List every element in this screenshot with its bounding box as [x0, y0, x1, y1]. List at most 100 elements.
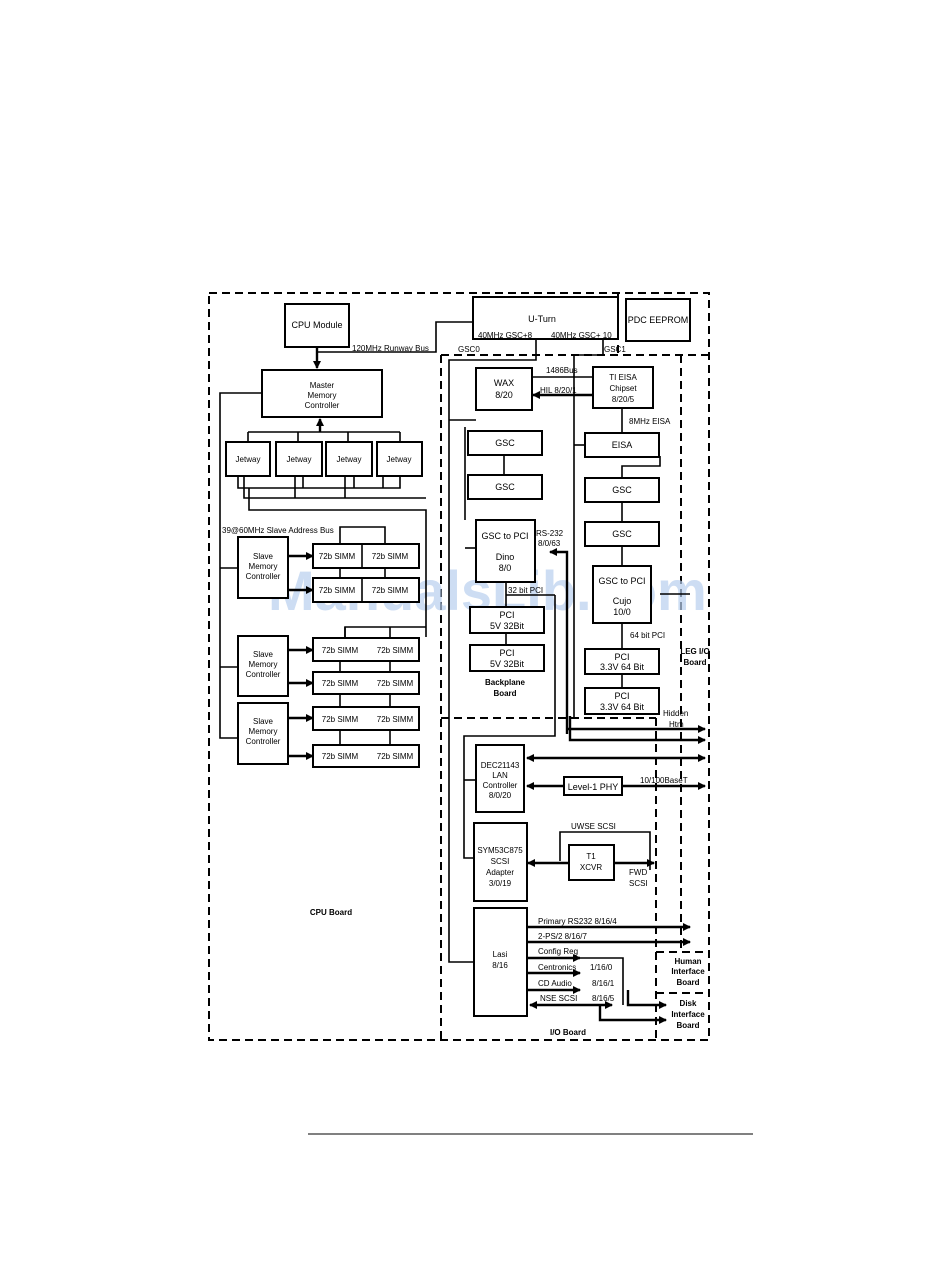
- mmc-line-2: Memory: [308, 391, 337, 400]
- cd-audio-addr-label: 8/16/1: [592, 979, 615, 988]
- jetway-label: Jetway: [236, 455, 261, 464]
- leg-io-board-label-1: LEG I/O: [680, 647, 709, 656]
- smc-line-2: Memory: [249, 562, 278, 571]
- smc-line-1: Slave: [253, 552, 274, 561]
- ti-eisa-line-3: 8/20/5: [612, 395, 635, 404]
- jetway-label: Jetway: [387, 455, 412, 464]
- eisa-block: EISA: [584, 432, 660, 458]
- smc-line-1: Slave: [253, 717, 274, 726]
- rs232-label-1: RS-232: [536, 529, 564, 538]
- uturn-block: U-Turn: [472, 296, 619, 340]
- gsc-label: GSC: [495, 438, 515, 448]
- uwse-scsi-label: UWSE SCSI: [571, 822, 616, 831]
- rs232-label-2: 8/0/63: [538, 539, 561, 548]
- smc-line-2: Memory: [249, 660, 278, 669]
- pci-line-1: PCI: [614, 691, 629, 701]
- uturn-gsc10-label: 40MHz GSC+ 10: [551, 331, 612, 340]
- gsc-blocks: GSC GSC GSC GSC: [467, 430, 660, 547]
- pci-5v-slots: PCI 5V 32Bit PCI 5V 32Bit: [469, 606, 545, 672]
- disk-interface-label-2: Interface: [671, 1010, 705, 1019]
- pci32-label: 32 bit PCI: [508, 586, 543, 595]
- simm-label: 72b SIMM: [322, 752, 359, 761]
- pci64-label: 64 bit PCI: [630, 631, 665, 640]
- simm-label: 72b SIMM: [319, 552, 356, 561]
- simm-label: 72b SIMM: [322, 679, 359, 688]
- simm-label: 72b SIMM: [322, 715, 359, 724]
- io-board-label: I/O Board: [550, 1028, 586, 1037]
- pci-line-1: PCI: [614, 652, 629, 662]
- pci-line-2: 5V 32Bit: [490, 659, 525, 669]
- simm-label: 72b SIMM: [377, 752, 414, 761]
- primary-rs232-label: Primary RS232 8/16/4: [538, 917, 617, 926]
- scsi-line-1: SYM53C875: [477, 846, 523, 855]
- eisa-8mhz-label: 8MHz EISA: [629, 417, 671, 426]
- smc-line-3: Controller: [246, 572, 281, 581]
- slave-memory-controller-3: Slave Memory Controller: [237, 702, 289, 765]
- disk-interface-label-3: Board: [676, 1021, 699, 1030]
- bus-labels: 120MHz Runway Bus 40MHz GSC+8 40MHz GSC+…: [222, 331, 688, 1003]
- scsi-line-4: 3/0/19: [489, 879, 512, 888]
- pci-line-1: PCI: [499, 648, 514, 658]
- config-reg-label: Config Reg: [538, 947, 578, 956]
- cpu-board-label: CPU Board: [310, 908, 352, 917]
- lasi-line-1: Lasi: [493, 950, 508, 959]
- slave-address-bus-label: 39@60MHz Slave Address Bus: [222, 526, 334, 535]
- smc-line-2: Memory: [249, 727, 278, 736]
- slave-memory-controller-2: Slave Memory Controller: [237, 635, 289, 697]
- runway-bus-label: 120MHz Runway Bus: [352, 344, 429, 353]
- pci-line-1: PCI: [499, 610, 514, 620]
- backplane-board-label-1: Backplane: [485, 678, 526, 687]
- jetway-blocks: Jetway Jetway Jetway Jetway: [225, 441, 423, 477]
- eisa-label: EISA: [612, 440, 633, 450]
- bus1486-label: 1486Bus: [546, 366, 578, 375]
- dino-line-2: Dino: [496, 552, 515, 562]
- wax-block: WAX 8/20: [475, 367, 533, 411]
- board-labels: CPU Board Backplane Board LEG I/O Board …: [310, 647, 710, 1037]
- gsc-label: GSC: [612, 529, 632, 539]
- cujo-line-3: 10/0: [613, 607, 631, 617]
- centronics-label: Centronics: [538, 963, 576, 972]
- pdc-eeprom-label: PDC EEPROM: [628, 315, 689, 325]
- dino-line-1: GSC to PCI: [481, 531, 528, 541]
- backplane-board-label-2: Board: [493, 689, 516, 698]
- hidden-htm-label-2: Htm: [669, 720, 684, 729]
- human-interface-label-2: Interface: [671, 967, 705, 976]
- jetway-label: Jetway: [287, 455, 312, 464]
- master-memory-controller: Master Memory Controller: [261, 369, 383, 418]
- lasi-line-2: 8/16: [492, 961, 508, 970]
- slave-memory-controller-1: Slave Memory Controller: [237, 536, 289, 599]
- smc-line-3: Controller: [246, 737, 281, 746]
- xcvr-line-1: T1: [586, 852, 596, 861]
- simm-label: 72b SIMM: [377, 646, 414, 655]
- dino-line-3: 8/0: [499, 563, 512, 573]
- level1-phy-label: Level-1 PHY: [568, 782, 619, 792]
- ti-eisa-block: TI EISA Chipset 8/20/5: [592, 366, 654, 409]
- disk-interface-label-1: Disk: [680, 999, 697, 1008]
- pci-line-2: 3.3V 64 Bit: [600, 702, 645, 712]
- cpu-module-label: CPU Module: [291, 320, 342, 330]
- ps2-label: 2-PS/2 8/16/7: [538, 932, 587, 941]
- dino-block: GSC to PCI Dino 8/0: [475, 519, 536, 583]
- scsi-line-3: Adapter: [486, 868, 514, 877]
- mmc-line-3: Controller: [305, 401, 340, 410]
- mmc-line-1: Master: [310, 381, 335, 390]
- leg-io-board-label-2: Board: [683, 658, 706, 667]
- ti-eisa-line-2: Chipset: [609, 384, 637, 393]
- hidden-htm-label-1: Hidden: [663, 709, 688, 718]
- wax-line-1: WAX: [494, 378, 514, 388]
- simm-label: 72b SIMM: [372, 586, 409, 595]
- pci-33v-slots: PCI 3.3V 64 Bit PCI 3.3V 64 Bit: [584, 648, 660, 715]
- nse-scsi-addr-label: 8/16/5: [592, 994, 615, 1003]
- human-interface-label-1: Human: [674, 957, 701, 966]
- gsc0-label: GSC0: [458, 345, 480, 354]
- smc-line-1: Slave: [253, 650, 274, 659]
- simm-label: 72b SIMM: [322, 646, 359, 655]
- uturn-label: U-Turn: [528, 314, 556, 324]
- gsc-label: GSC: [495, 482, 515, 492]
- human-interface-label-3: Board: [676, 978, 699, 987]
- ti-eisa-line-1: TI EISA: [609, 373, 637, 382]
- cujo-line-1: GSC to PCI: [598, 576, 645, 586]
- simm-label: 72b SIMM: [377, 715, 414, 724]
- simm-label: 72b SIMM: [372, 552, 409, 561]
